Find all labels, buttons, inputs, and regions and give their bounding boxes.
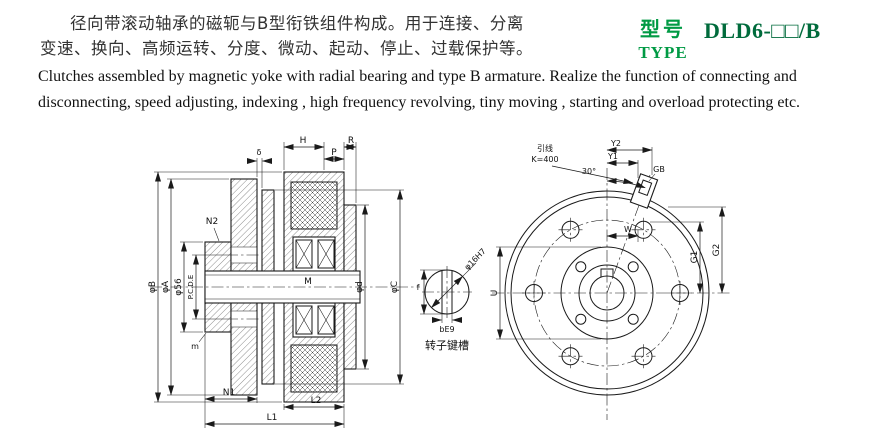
dim-P: P	[323, 142, 345, 170]
label-N2: N2	[206, 217, 220, 242]
dim-label-H: H	[300, 136, 307, 146]
dim-label-N1: N1	[223, 388, 235, 398]
dim-label-M: M	[304, 277, 312, 287]
dim-label-GB: GB	[653, 165, 665, 174]
lead-wire-label: 引线	[537, 143, 553, 153]
dim-Y1: Y1	[606, 152, 639, 178]
dim-label-f: f	[417, 283, 420, 292]
dim-label-P: P	[331, 148, 337, 158]
model-code: DLD6-□□/B	[704, 18, 821, 43]
dim-phi56: φ56	[174, 241, 203, 333]
keyway-caption: 转子键槽	[425, 338, 469, 352]
section-view: M N2 m φB φA	[148, 136, 420, 428]
dim-angle-30: 30°	[582, 167, 646, 189]
chinese-description: 径向带滚动轴承的磁轭与B型衔铁组件构成。用于连接、分离 变速、换向、高频运转、分…	[40, 11, 540, 61]
chinese-line-1: 径向带滚动轴承的磁轭与B型衔铁组件构成。用于连接、分离	[70, 14, 524, 33]
dim-label-key-width: bE9	[439, 325, 454, 334]
dim-label-phiC: φC	[390, 281, 400, 293]
dim-label-L2: L2	[311, 396, 322, 406]
dim-H: H	[283, 136, 325, 170]
lead-wire-length: K=400	[531, 155, 558, 164]
dim-label-Y1: Y1	[607, 152, 618, 161]
dim-label-angle: 30°	[582, 167, 596, 176]
dim-label-U: U	[490, 290, 500, 297]
dim-label-G1: G1	[690, 251, 700, 264]
dim-label-delta: δ	[257, 148, 262, 157]
dim-label-L1: L1	[267, 413, 278, 423]
english-line-2: disconnecting, speed adjusting, indexing…	[38, 94, 801, 111]
type-label-en: TYPE	[638, 43, 688, 62]
dim-label-bore: φ16H7	[463, 247, 488, 272]
dim-U: U	[490, 246, 601, 340]
dim-G2: G2	[668, 206, 726, 294]
dim-R: R	[343, 136, 357, 203]
keyway-detail: f φ16H7 bE9 转子键槽	[417, 247, 488, 352]
dim-pcde: P.C.D.E	[187, 254, 226, 320]
dim-W: W	[606, 225, 639, 242]
dim-label-R: R	[348, 136, 354, 146]
dim-label-G2: G2	[712, 244, 722, 257]
label-M-thread: M	[304, 277, 312, 287]
dim-label-phi56: φ56	[174, 278, 184, 296]
dim-f: f	[417, 269, 445, 315]
dim-label-m: m	[191, 342, 199, 351]
dim-label-pcde: P.C.D.E	[187, 275, 195, 300]
chinese-line-2: 变速、换向、高频运转、分度、微动、起动、停止、过载保护等。	[40, 39, 533, 58]
dim-label-phid: φd	[355, 281, 365, 293]
type-label: 型号 TYPE	[626, 13, 700, 63]
english-line-1: Clutches assembled by magnetic yoke with…	[38, 68, 797, 85]
dim-label-W: W	[624, 225, 632, 234]
dim-phiB: φB	[148, 171, 282, 403]
front-view: 引线 K=400 30° Y2 Y1 GB	[490, 139, 732, 420]
dim-label-N2: N2	[206, 217, 218, 227]
dim-label-Y2: Y2	[610, 139, 621, 148]
dim-key-width: bE9	[432, 313, 462, 334]
dim-Y2: Y2	[606, 139, 653, 175]
dim-L1: L1	[204, 413, 345, 427]
dim-bore: φ16H7	[431, 247, 488, 308]
dim-label-phiA: φA	[161, 280, 171, 293]
dim-delta: δ	[247, 148, 272, 188]
front-view-geometry	[492, 168, 732, 420]
english-description: Clutches assembled by magnetic yoke with…	[38, 64, 866, 116]
dim-GB: GB	[648, 165, 665, 182]
dim-G1: G1	[650, 221, 704, 294]
dim-N1: N1	[204, 334, 258, 428]
dim-phid: φd	[355, 204, 369, 370]
dim-phiC: φC	[275, 189, 404, 385]
dim-phiA: φA	[161, 178, 229, 396]
label-m: m	[191, 332, 207, 351]
type-label-cn: 型号	[640, 17, 686, 41]
terminal-block	[629, 173, 659, 209]
dim-label-phiB: φB	[148, 281, 158, 293]
